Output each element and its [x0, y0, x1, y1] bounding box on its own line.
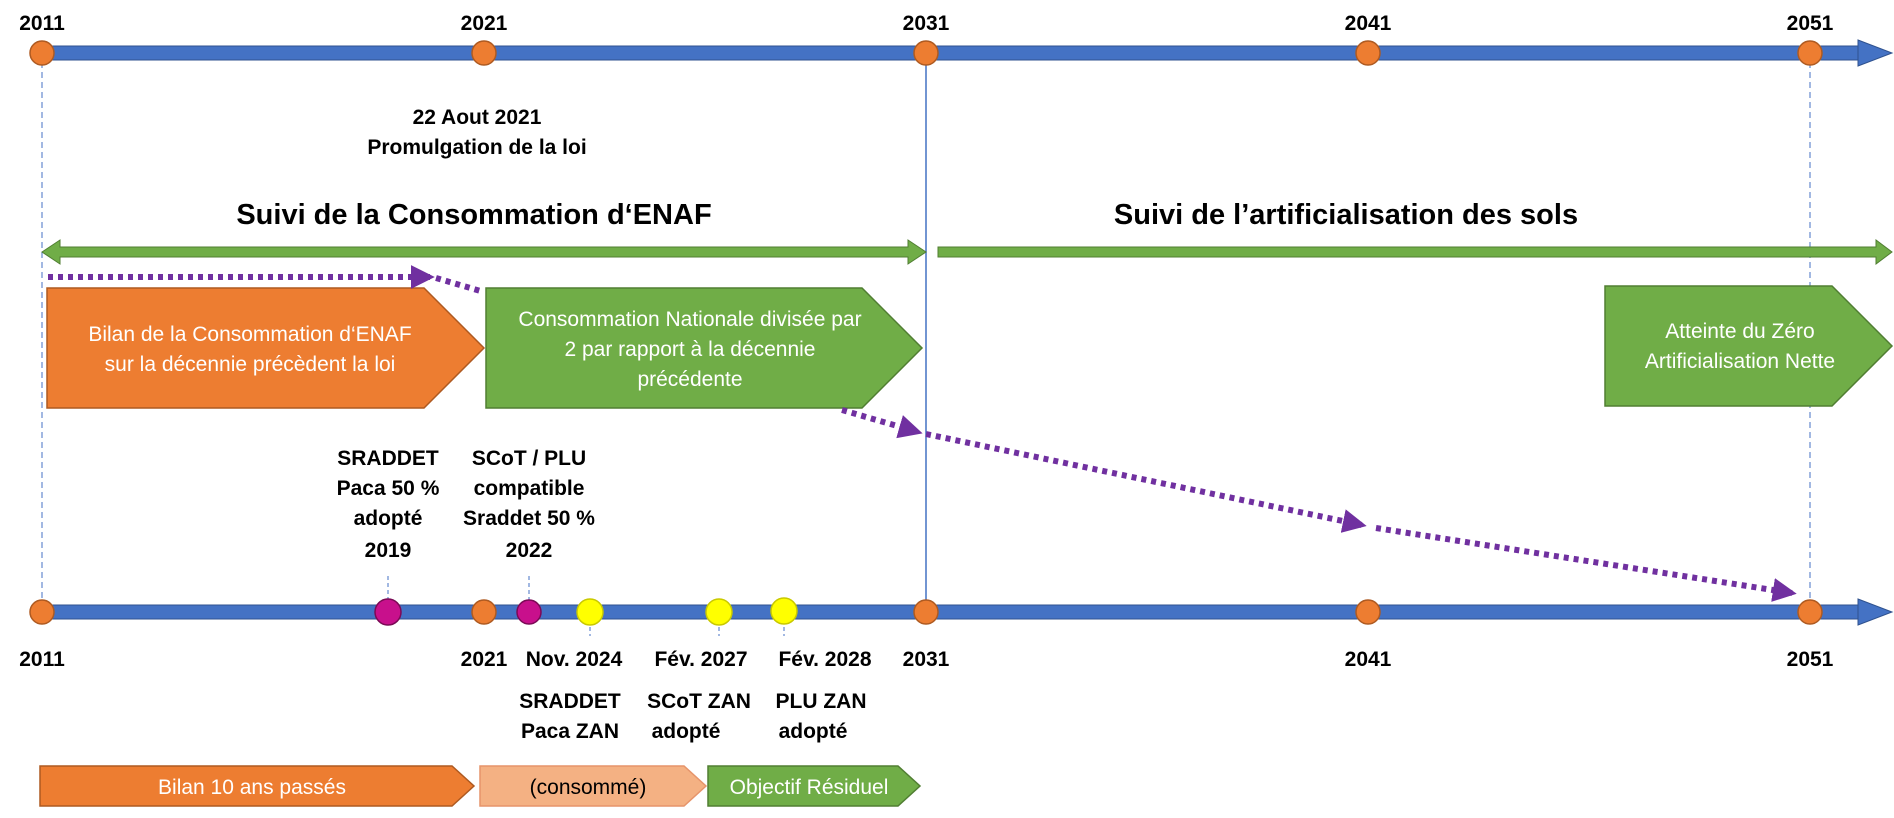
- top-dot-2041: [1355, 40, 1381, 66]
- legend-bilan-shape: [39, 765, 476, 807]
- bilan-enaf-shape: [46, 287, 486, 409]
- top-year-2051: 2051: [1787, 12, 1834, 35]
- conso-nationale-line2: 2 par rapport à la décennie: [564, 338, 815, 361]
- law-note-label: Promulgation de la loi: [367, 136, 586, 159]
- top-dot-2011: [29, 40, 55, 66]
- trajectory-segment-5: [1375, 525, 1797, 602]
- bottom-dot-2028: [770, 597, 798, 625]
- top-axis-bar: [41, 45, 1863, 61]
- heading-consommation-enaf: Suivi de la Consommation d‘ENAF: [236, 199, 711, 231]
- sraddet-2019-line1: SRADDET: [337, 447, 439, 470]
- conso-nationale-box: Consommation Nationale divisée par 2 par…: [485, 287, 924, 409]
- bottom-year-2021: 2021: [461, 648, 508, 671]
- nov-2024-line3: Paca ZAN: [521, 720, 619, 743]
- sraddet-2019-line3: adopté: [354, 507, 423, 530]
- top-dot-2021: [471, 40, 497, 66]
- milestone-sraddet-2019-label: SRADDET Paca 50 % adopté 2019: [337, 447, 440, 562]
- top-year-2021: 2021: [461, 12, 508, 35]
- scot-2022-line3: Sraddet 50 %: [463, 507, 595, 530]
- bottom-dot-2021: [471, 599, 497, 625]
- conso-nationale-line1: Consommation Nationale divisée par: [518, 308, 861, 331]
- bottom-dot-2011: [29, 599, 55, 625]
- legend-objectif-shape: [707, 765, 922, 807]
- bilan-enaf-box: Bilan de la Consommation d‘ENAF sur la d…: [46, 287, 486, 409]
- milestone-scot-2022-label: SCoT / PLU compatible Sraddet 50 % 2022: [463, 447, 595, 562]
- fev-2028-date: Fév. 2028: [778, 648, 871, 671]
- bottom-dot-2024: [576, 598, 604, 626]
- fev-2028-line3: adopté: [779, 720, 848, 743]
- bottom-dot-2051: [1797, 599, 1823, 625]
- bottom-dot-2019: [374, 598, 402, 626]
- heading-artificialisation: Suivi de l’artificialisation des sols: [1114, 199, 1578, 231]
- scot-2022-line1: SCoT / PLU: [472, 447, 586, 470]
- sraddet-2019-line2: Paca 50 %: [337, 477, 440, 500]
- top-year-2011: 2011: [19, 12, 65, 35]
- bottom-axis: 2011 2021 2031 2041 2051: [19, 597, 1894, 671]
- zan-box: Atteinte du Zéro Artificialisation Nette: [1604, 285, 1894, 407]
- milestone-fev-2028-label: Fév. 2028 PLU ZAN adopté: [776, 648, 872, 743]
- conso-nationale-shape: [485, 287, 924, 409]
- legend-consomme-label: (consommé): [530, 776, 647, 799]
- trajectory-segment-3: [841, 407, 923, 439]
- bottom-axis-bar: [41, 604, 1863, 620]
- milestone-nov-2024-label: Nov. 2024 SRADDET Paca ZAN: [519, 648, 622, 743]
- scot-2022-line2: compatible: [474, 477, 585, 500]
- consumption-trajectory: [48, 265, 1797, 602]
- nov-2024-date: Nov. 2024: [526, 648, 623, 671]
- sraddet-2019-line4: 2019: [365, 539, 412, 562]
- fev-2027-line3: adopté: [652, 720, 721, 743]
- top-axis-arrowhead: [1857, 39, 1894, 67]
- trajectory-segment-4: [925, 431, 1367, 533]
- scot-2022-line4: 2022: [506, 539, 553, 562]
- bilan-enaf-line2: sur la décennie précèdent la loi: [105, 353, 396, 376]
- zan-line1: Atteinte du Zéro: [1665, 320, 1814, 343]
- artificialisation-period-arrow: [937, 239, 1893, 265]
- top-year-2031: 2031: [903, 12, 950, 35]
- bilan-enaf-line1: Bilan de la Consommation d‘ENAF: [88, 323, 411, 346]
- fev-2028-line2: PLU ZAN: [776, 690, 867, 713]
- zan-shape: [1604, 285, 1894, 407]
- top-dot-2051: [1797, 40, 1823, 66]
- zan-line2: Artificialisation Nette: [1645, 350, 1835, 373]
- bottom-year-2011: 2011: [19, 648, 65, 671]
- milestone-fev-2027-label: Fév. 2027 SCoT ZAN adopté: [647, 648, 751, 743]
- bottom-year-2041: 2041: [1345, 648, 1392, 671]
- legend-objectif-label: Objectif Résiduel: [730, 776, 889, 799]
- bottom-axis-arrowhead: [1857, 598, 1894, 626]
- bottom-dot-2022: [516, 599, 542, 625]
- fev-2027-line2: SCoT ZAN: [647, 690, 751, 713]
- legend-bilan-label: Bilan 10 ans passés: [158, 776, 346, 799]
- bottom-year-2031: 2031: [903, 648, 950, 671]
- trajectory-segment-2: [435, 275, 485, 295]
- conso-nationale-line3: précédente: [637, 368, 742, 391]
- bottom-year-2051: 2051: [1787, 648, 1834, 671]
- legend: Bilan 10 ans passés (consommé) Objectif …: [39, 765, 922, 807]
- bottom-dot-2031: [913, 599, 939, 625]
- legend-consomme-shape: [479, 765, 708, 807]
- law-note-date: 22 Aout 2021: [413, 106, 542, 129]
- bottom-dot-2041: [1355, 599, 1381, 625]
- enaf-period-arrow: [41, 239, 927, 265]
- top-axis: 2011 2021 2031 2041 2051: [19, 12, 1894, 67]
- law-note: 22 Aout 2021 Promulgation de la loi: [367, 106, 586, 159]
- top-year-2041: 2041: [1345, 12, 1392, 35]
- top-dot-2031: [913, 40, 939, 66]
- nov-2024-line2: SRADDET: [519, 690, 621, 713]
- fev-2027-date: Fév. 2027: [654, 648, 747, 671]
- bottom-dot-2027: [705, 598, 733, 626]
